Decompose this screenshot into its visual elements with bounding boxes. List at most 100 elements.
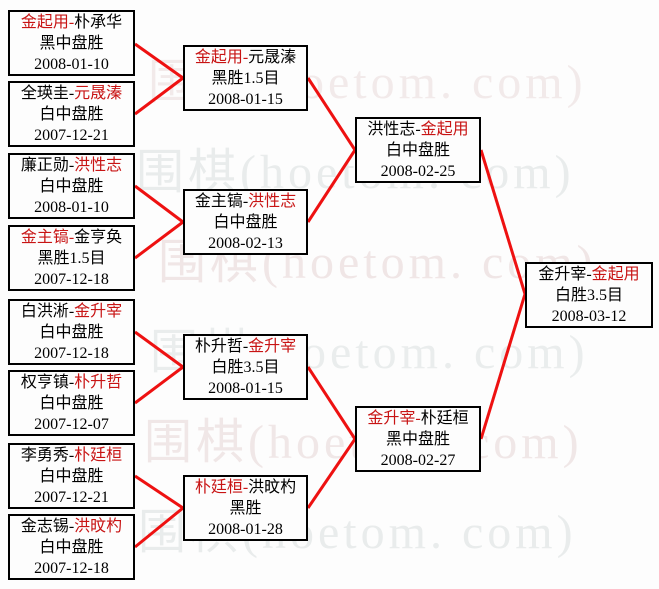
player-name: 白洪淅: [20, 302, 69, 320]
match-players: 廉正勋-洪性志: [21, 155, 122, 176]
dash-separator: -: [68, 156, 75, 174]
match-date: 2008-01-15: [208, 90, 283, 108]
dash-separator: -: [242, 192, 249, 210]
match-date: 2007-12-18: [34, 270, 109, 288]
match-date: 2008-02-25: [380, 162, 456, 180]
match-result: 白中盘胜: [39, 177, 104, 195]
player-name: 朴承华: [74, 13, 123, 31]
match-box-sf-1: 洪性志-金起用 白中盘胜 2008-02-25: [355, 117, 481, 183]
match-result: 白中盘胜: [39, 538, 104, 556]
player-name: 朴廷桓: [420, 409, 469, 427]
bracket-connector-line: [479, 293, 527, 440]
match-players: 白洪淅-金升宰: [21, 301, 122, 322]
match-date: 2007-12-21: [34, 126, 109, 144]
player-name: 洪旼杓: [74, 517, 123, 535]
dash-separator: -: [242, 48, 249, 66]
match-players: 金主镐-金亨奂: [21, 227, 122, 248]
match-result: 黑胜1.5目: [211, 69, 280, 87]
bracket-connector-line: [134, 42, 184, 80]
match-box-r1-4: 金主镐-金亨奂 黑胜1.5目 2007-12-18: [8, 225, 135, 291]
match-box-r1-3: 廉正勋-洪性志 白中盘胜 2008-01-10: [8, 153, 135, 219]
player-name: 廉正勋: [20, 156, 69, 174]
bracket-connector-line: [306, 366, 357, 440]
match-box-sf-2: 金升宰-朴廷桓 黑中盘胜 2008-02-27: [355, 406, 481, 472]
match-result: 白中盘胜: [385, 141, 450, 159]
player-name: 金起用: [420, 120, 469, 138]
player-name: 朴升哲: [74, 373, 123, 391]
bracket-connector-line: [306, 438, 357, 509]
match-date: 2007-12-07: [34, 415, 109, 433]
match-box-r2-1: 金起用-元晟溱 黑胜1.5目 2008-01-15: [183, 45, 308, 111]
match-box-r1-1: 金起用-朴承华 黑中盘胜 2008-01-10: [8, 10, 135, 76]
dash-separator: -: [68, 13, 75, 31]
player-name: 金升宰: [538, 265, 587, 283]
match-result: 黑中盘胜: [39, 34, 104, 52]
player-name: 金升宰: [367, 409, 416, 427]
match-box-r1-8: 金志锡-洪旼杓 白中盘胜 2007-12-18: [8, 514, 135, 580]
match-result: 黑中盘胜: [385, 430, 450, 448]
player-name: 金起用: [591, 265, 640, 283]
bracket-connector-line: [134, 330, 184, 369]
match-result: 白中盘胜: [39, 394, 104, 412]
match-players: 权亨镇-朴升哲: [21, 372, 122, 393]
match-date: 2008-01-10: [34, 198, 109, 216]
match-date: 2008-02-27: [380, 451, 456, 469]
player-name: 全瑛圭: [20, 84, 69, 102]
dash-separator: -: [68, 302, 75, 320]
player-name: 金主镐: [194, 192, 243, 210]
match-result: 黑胜: [229, 499, 262, 517]
match-players: 金升宰-金起用: [538, 264, 639, 285]
match-date: 2008-01-10: [34, 55, 109, 73]
match-date: 2008-03-12: [551, 307, 627, 325]
match-players: 李勇秀-朴廷桓: [21, 445, 122, 466]
match-result: 白中盘胜: [39, 105, 104, 123]
bracket-connector-line: [134, 184, 184, 224]
match-box-r1-2: 全瑛圭-元晟溱 白中盘胜 2007-12-21: [8, 81, 135, 147]
player-name: 李勇秀: [20, 446, 69, 464]
match-players: 金升宰-朴廷桓: [367, 408, 468, 429]
player-name: 洪性志: [248, 192, 297, 210]
match-result: 白中盘胜: [39, 467, 104, 485]
player-name: 元晟溱: [248, 48, 297, 66]
player-name: 元晟溱: [74, 84, 123, 102]
dash-separator: -: [68, 517, 75, 535]
match-result: 白胜3.5目: [211, 358, 280, 376]
match-players: 金起用-元晟溱: [195, 47, 296, 68]
match-players: 朴升哲-金升宰: [195, 336, 296, 357]
match-box-final: 金升宰-金起用 白胜3.5目 2008-03-12: [525, 262, 653, 328]
player-name: 金起用: [194, 48, 243, 66]
player-name: 洪性志: [367, 120, 416, 138]
player-name: 朴升哲: [194, 337, 243, 355]
bracket-connector-line: [134, 220, 184, 260]
match-box-r1-6: 权亨镇-朴升哲 白中盘胜 2007-12-07: [8, 370, 135, 436]
dash-separator: -: [415, 120, 421, 138]
match-date: 2008-01-15: [208, 379, 283, 397]
dash-separator: -: [68, 373, 75, 391]
bracket-connector-line: [479, 149, 527, 295]
player-name: 权亨镇: [20, 373, 69, 391]
match-players: 金志锡-洪旼杓: [21, 516, 122, 537]
player-name: 洪性志: [74, 156, 123, 174]
match-result: 黑胜1.5目: [37, 249, 106, 267]
bracket-connector-line: [134, 474, 184, 510]
match-date: 2008-02-13: [208, 234, 283, 252]
match-date: 2007-12-18: [34, 559, 109, 577]
match-players: 金起用-朴承华: [21, 12, 122, 33]
player-name: 洪旼杓: [248, 478, 297, 496]
bracket-connector-line: [134, 506, 184, 549]
player-name: 朴廷桓: [74, 446, 123, 464]
player-name: 朴廷桓: [194, 478, 243, 496]
dash-separator: -: [242, 337, 249, 355]
match-box-r1-7: 李勇秀-朴廷桓 白中盘胜 2007-12-21: [8, 443, 135, 509]
player-name: 金亨奂: [74, 228, 123, 246]
match-players: 金主镐-洪性志: [195, 191, 296, 212]
bracket-connector-line: [306, 77, 357, 151]
match-box-r1-5: 白洪淅-金升宰 白中盘胜 2007-12-18: [8, 299, 135, 365]
match-date: 2007-12-21: [34, 488, 109, 506]
player-name: 金志锡: [20, 517, 69, 535]
player-name: 金起用: [20, 13, 69, 31]
bracket-connector-line: [134, 365, 184, 405]
bracket-connector-line: [306, 149, 357, 223]
